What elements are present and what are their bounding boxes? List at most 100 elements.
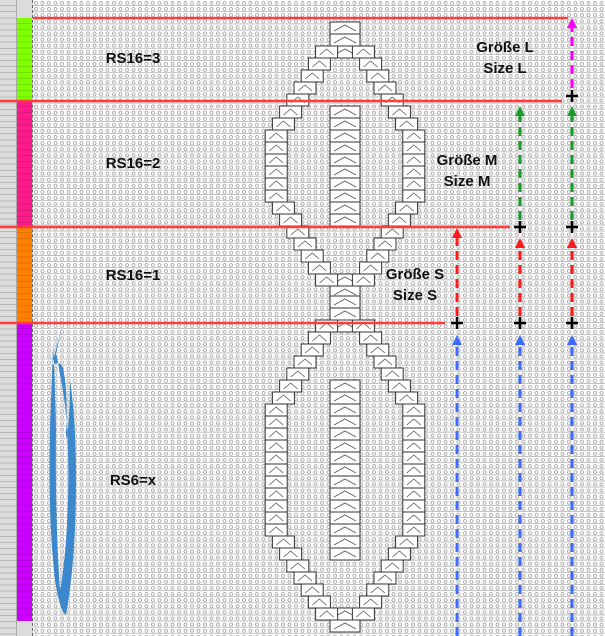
cable-stitch-symbol xyxy=(333,216,357,224)
cable-stitch-cell xyxy=(307,595,331,609)
cable-stitch-cell xyxy=(402,451,426,465)
cable-stitch-cell xyxy=(366,343,390,357)
cable-stitch-symbol xyxy=(276,394,291,402)
cable-stitch-symbol xyxy=(333,454,357,462)
cable-stitch-cell xyxy=(264,427,288,441)
cable-stitch-symbol xyxy=(268,430,284,438)
cable-stitch-symbol xyxy=(406,192,422,200)
cable-stitch-symbol xyxy=(406,144,422,152)
section-label-rs16-2: RS16=2 xyxy=(105,155,161,172)
cable-stitch-cell xyxy=(329,165,361,179)
cable-stitch-symbol xyxy=(392,108,407,116)
cable-stitch-symbol xyxy=(333,394,357,402)
cable-stitch-symbol xyxy=(268,406,284,414)
band-rs6-x xyxy=(17,323,32,621)
cable-stitch-cell xyxy=(329,21,361,35)
cable-stitch-symbol xyxy=(356,276,371,284)
cable-stitch-symbol xyxy=(333,526,357,534)
cable-stitch-symbol xyxy=(377,240,393,248)
cable-stitch-symbol xyxy=(333,298,357,306)
cable-stitch-symbol xyxy=(333,132,357,140)
cable-stitch-cell xyxy=(359,595,383,609)
cable-stitch-symbol xyxy=(406,442,422,450)
cable-stitch-cell xyxy=(395,391,419,405)
size-l-label: Größe L Size L xyxy=(455,37,555,79)
plus-marker-icon xyxy=(566,221,578,233)
repeat-spiral-arrow-icon xyxy=(49,326,76,615)
cable-stitch-symbol xyxy=(377,84,393,92)
cable-stitch-symbol xyxy=(333,550,357,558)
cable-stitch-cell xyxy=(395,535,419,549)
cable-stitch-cell xyxy=(329,499,361,513)
cable-stitch-symbol xyxy=(268,144,284,152)
cable-stitch-symbol xyxy=(406,514,422,522)
cable-stitch-cell xyxy=(264,511,288,525)
cable-stitch-cell xyxy=(395,117,419,131)
cable-stitch-symbol xyxy=(268,526,284,534)
plus-marker-icon xyxy=(514,221,526,233)
cable-stitch-cell xyxy=(329,475,361,489)
cable-stitch-cell xyxy=(264,129,288,143)
arrowhead-icon xyxy=(567,18,577,28)
cable-stitch-cell xyxy=(293,355,317,369)
cable-stitch-symbol xyxy=(406,132,422,140)
cable-stitch-symbol xyxy=(363,264,378,272)
cable-stitch-symbol xyxy=(304,346,320,354)
cable-stitch-cell xyxy=(402,439,426,453)
cable-stitch-cell xyxy=(329,177,361,191)
cable-stitch-symbol xyxy=(399,394,414,402)
cable-stitch-cell xyxy=(402,463,426,477)
section-dividers xyxy=(0,16,568,325)
cable-stitch-cell xyxy=(300,343,324,357)
cable-stitch-cell xyxy=(387,213,411,227)
cable-stitch-symbol xyxy=(333,538,357,546)
arrowhead-icon xyxy=(567,238,577,248)
cable-stitch-symbol xyxy=(304,72,320,80)
cable-stitch-cell xyxy=(329,427,361,441)
cable-stitch-cell xyxy=(329,415,361,429)
cable-stitch-symbol xyxy=(333,120,357,128)
cable-stitch-symbol xyxy=(312,334,327,342)
cable-stitch-symbol xyxy=(268,418,284,426)
cable-stitch-cell xyxy=(329,619,361,633)
cable-stitch-cell xyxy=(366,583,390,597)
cable-stitch-symbol xyxy=(333,108,357,116)
cable-stitch-cell xyxy=(329,535,361,549)
cable-stitch-cell xyxy=(380,367,404,381)
cable-stitch-cell xyxy=(264,451,288,465)
cable-stitch-symbol xyxy=(384,370,400,378)
cable-stitch-cell xyxy=(293,237,317,251)
cable-stitch-symbol xyxy=(363,598,378,606)
cable-stitch-symbol xyxy=(333,36,357,44)
cable-stitch-cell xyxy=(366,69,390,83)
cable-stitch-cell xyxy=(264,475,288,489)
section-color-column xyxy=(17,0,33,636)
cable-stitch-symbol xyxy=(333,478,357,486)
cable-stitch-cell xyxy=(373,237,397,251)
cable-stitch-symbol xyxy=(283,382,298,390)
cable-stitch-symbol xyxy=(319,276,334,284)
cable-stitch-cell xyxy=(300,249,324,263)
cable-stitch-symbol xyxy=(333,466,357,474)
cable-stitch-cell xyxy=(359,57,383,71)
cable-stitch-cell xyxy=(300,69,324,83)
size-s-label: Größe S Size S xyxy=(365,264,465,306)
cable-stitch-symbol xyxy=(333,430,357,438)
cable-stitch-symbol xyxy=(406,490,422,498)
cable-stitch-cell xyxy=(264,177,288,191)
cable-stitch-cell xyxy=(264,523,288,537)
cable-stitch-cell xyxy=(329,451,361,465)
cable-stitch-cell xyxy=(402,511,426,525)
cable-stitch-symbol xyxy=(312,264,327,272)
size-arrows xyxy=(451,18,578,636)
cable-stitch-cell xyxy=(264,165,288,179)
cable-stitch-cell xyxy=(402,475,426,489)
cable-stitch-cell xyxy=(264,189,288,203)
size-l-english: Size L xyxy=(483,60,527,77)
cable-stitch-cell xyxy=(329,141,361,155)
cable-stitch-symbol xyxy=(319,48,334,56)
cable-stitch-cell xyxy=(373,571,397,585)
cable-diamonds xyxy=(264,21,426,633)
cable-stitch-cell xyxy=(286,559,310,573)
size-m-english: Size M xyxy=(443,173,491,190)
